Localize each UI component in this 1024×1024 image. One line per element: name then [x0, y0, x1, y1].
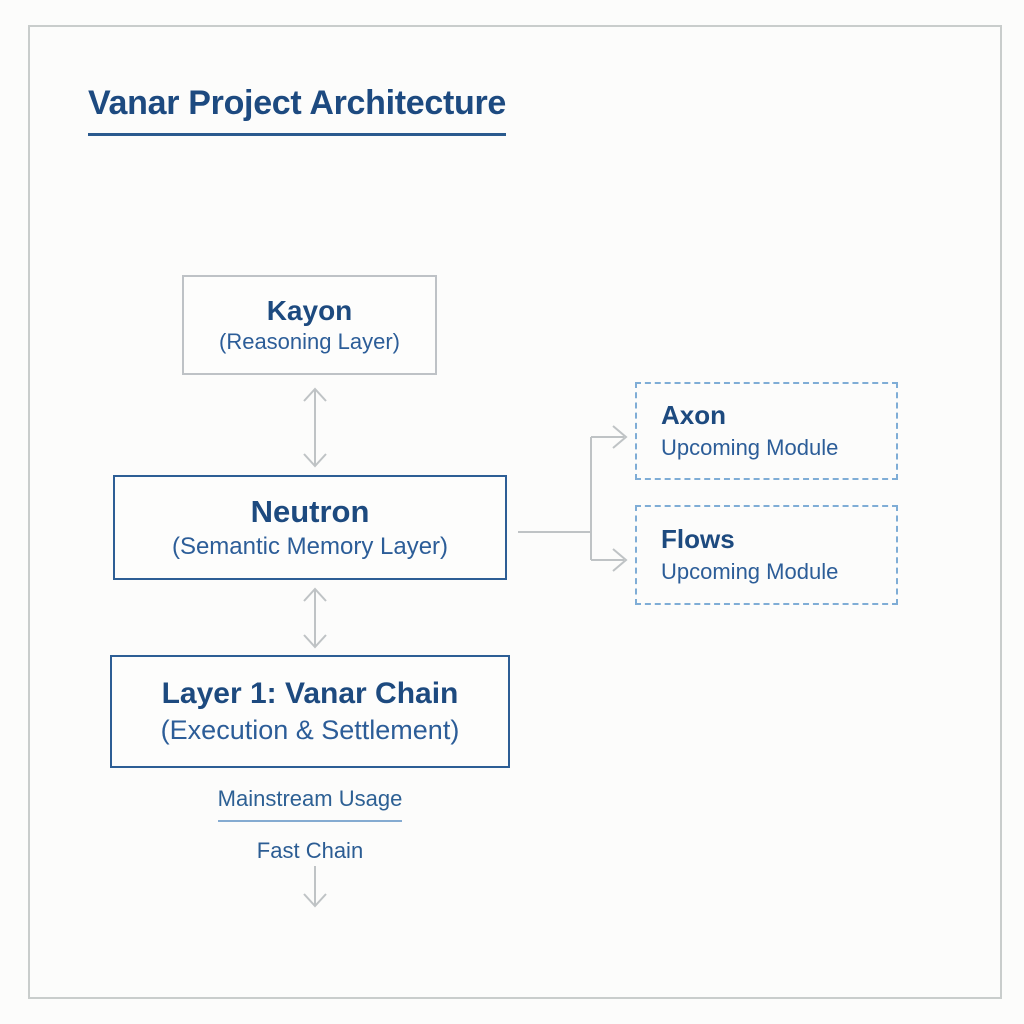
footer-divider: [218, 820, 402, 822]
right-arrow-icon: [612, 548, 628, 572]
node-neutron-name: Neutron: [250, 493, 370, 529]
mainstream-usage-label: Mainstream Usage: [217, 786, 403, 811]
page-title: Vanar Project Architecture: [88, 84, 506, 136]
fast-chain-label: Fast Chain: [256, 838, 364, 863]
node-kayon-subtitle: (Reasoning Layer): [219, 329, 400, 355]
node-flows-upcoming: Flows Upcoming Module: [635, 505, 898, 605]
node-axon-subtitle: Upcoming Module: [661, 435, 839, 461]
node-layer1-vanar-chain: Layer 1: Vanar Chain (Execution & Settle…: [110, 655, 510, 768]
node-layer1-name: Layer 1: Vanar Chain: [161, 677, 459, 711]
node-flows-subtitle: Upcoming Module: [661, 559, 839, 585]
node-neutron: Neutron (Semantic Memory Layer): [113, 475, 507, 580]
node-axon-name: Axon: [661, 400, 726, 431]
node-kayon-name: Kayon: [266, 295, 353, 327]
kayon-neutron-double-arrow-icon: [303, 387, 327, 468]
node-axon-upcoming: Axon Upcoming Module: [635, 382, 898, 480]
node-layer1-subtitle: (Execution & Settlement): [160, 714, 460, 745]
neutron-layer1-double-arrow-icon: [303, 587, 327, 649]
right-arrow-icon: [612, 425, 628, 449]
neutron-branch-connector: [518, 425, 628, 572]
fast-chain-down-arrow-icon: [303, 866, 327, 908]
node-kayon: Kayon (Reasoning Layer): [182, 275, 437, 375]
node-neutron-subtitle: (Semantic Memory Layer): [171, 533, 449, 561]
node-flows-name: Flows: [661, 524, 735, 555]
